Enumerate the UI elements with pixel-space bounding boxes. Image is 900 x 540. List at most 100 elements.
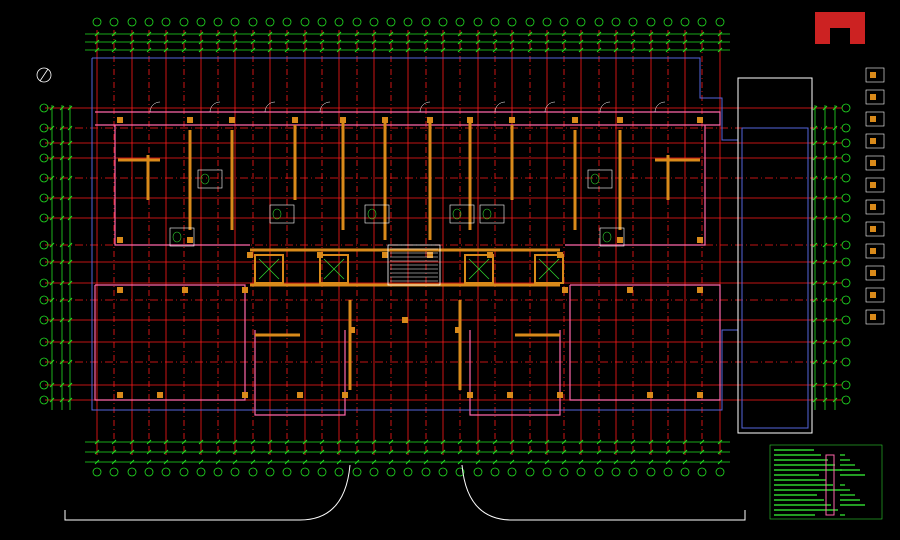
dimension-tick (181, 439, 187, 445)
door-swing (319, 101, 331, 113)
dimension-tick (94, 459, 100, 465)
dimension-tick (822, 317, 828, 323)
dimension-tick (630, 449, 636, 455)
dimension-tick (665, 47, 671, 53)
dimension-tick (129, 31, 135, 37)
dimension-tick (49, 242, 55, 248)
axis-bubble-bottom (525, 467, 535, 477)
axis-bubble-right (841, 213, 851, 223)
dimension-tick (111, 439, 117, 445)
axis-bubble-top (697, 17, 707, 27)
axis-bubble-bottom (697, 467, 707, 477)
axis-bubble-bottom (473, 467, 483, 477)
axis-bubble-top (265, 17, 275, 27)
detail-sketch-fill (870, 182, 876, 188)
dimension-tick (67, 215, 73, 221)
dimension-tick (67, 195, 73, 201)
dimension-tick (822, 215, 828, 221)
dimension-tick (822, 242, 828, 248)
dimension-tick (59, 140, 65, 146)
dimension-tick (49, 259, 55, 265)
dimension-tick (544, 39, 550, 45)
dimension-tick (59, 105, 65, 111)
dimension-tick (812, 175, 818, 181)
dimension-tick (509, 31, 515, 37)
detail-sketch (865, 89, 885, 105)
axis-bubble-left (39, 257, 49, 267)
dimension-tick (561, 31, 567, 37)
dimension-tick (284, 449, 290, 455)
detail-sketch (865, 221, 885, 237)
side-enclosure-inner (741, 127, 809, 429)
dimension-tick (232, 39, 238, 45)
dimension-tick (544, 31, 550, 37)
dimension-tick (319, 39, 325, 45)
dimension-tick (129, 47, 135, 53)
dimension-tick (682, 449, 688, 455)
axis-bubble-bottom (628, 467, 638, 477)
axis-bubble-top (161, 17, 171, 27)
structural-column (382, 117, 388, 123)
dimension-tick (832, 297, 838, 303)
structural-column (509, 117, 515, 123)
dimension-tick (67, 125, 73, 131)
dimension-tick (67, 359, 73, 365)
dimension-tick (822, 280, 828, 286)
dimension-tick (111, 39, 117, 45)
dimension-tick (232, 439, 238, 445)
dimension-tick (405, 39, 411, 45)
axis-bubble-bottom (646, 467, 656, 477)
dimension-tick (59, 339, 65, 345)
dimension-tick (49, 297, 55, 303)
structural-column (402, 317, 408, 323)
lower-left-bay (254, 330, 346, 416)
dimension-tick (665, 459, 671, 465)
dimension-tick (544, 449, 550, 455)
dimension-tick (388, 449, 394, 455)
dimension-tick (682, 439, 688, 445)
structural-column (467, 117, 473, 123)
dimension-tick (163, 439, 169, 445)
dimension-tick (475, 449, 481, 455)
dimension-tick (457, 449, 463, 455)
dimension-tick (527, 439, 533, 445)
axis-bubble-left (39, 240, 49, 250)
structural-column (617, 117, 623, 123)
dimension-tick (371, 31, 377, 37)
dimension-tick (371, 39, 377, 45)
dimension-tick (492, 31, 498, 37)
axis-bubble-bottom (179, 467, 189, 477)
dimension-tick (822, 105, 828, 111)
structural-column (467, 392, 473, 398)
dimension-tick (319, 449, 325, 455)
dimension-tick (354, 47, 360, 53)
dimension-tick (67, 297, 73, 303)
dimension-tick (596, 39, 602, 45)
axis-bubble-bottom (680, 467, 690, 477)
detail-sketch (865, 155, 885, 171)
dimension-tick (250, 459, 256, 465)
dimension-tick (250, 31, 256, 37)
structural-column (229, 117, 235, 123)
detail-sketch (865, 133, 885, 149)
axis-bubble-left (39, 193, 49, 203)
structural-column (382, 252, 388, 258)
dimension-tick (648, 449, 654, 455)
dimension-tick (354, 39, 360, 45)
axis-bubble-left (39, 278, 49, 288)
axis-bubble-top (542, 17, 552, 27)
structural-column (349, 327, 355, 333)
dimension-tick (561, 459, 567, 465)
axis-bubble-top (490, 17, 500, 27)
axis-bubble-right (841, 295, 851, 305)
axis-bubble-top (525, 17, 535, 27)
dimension-tick (354, 31, 360, 37)
dimension-tick (59, 195, 65, 201)
bathroom-fixture (169, 227, 195, 247)
structural-column (242, 287, 248, 293)
dimension-tick (492, 449, 498, 455)
dimension-tick (457, 31, 463, 37)
detail-sketch-fill (870, 248, 876, 254)
axis-bubble-top (611, 17, 621, 27)
